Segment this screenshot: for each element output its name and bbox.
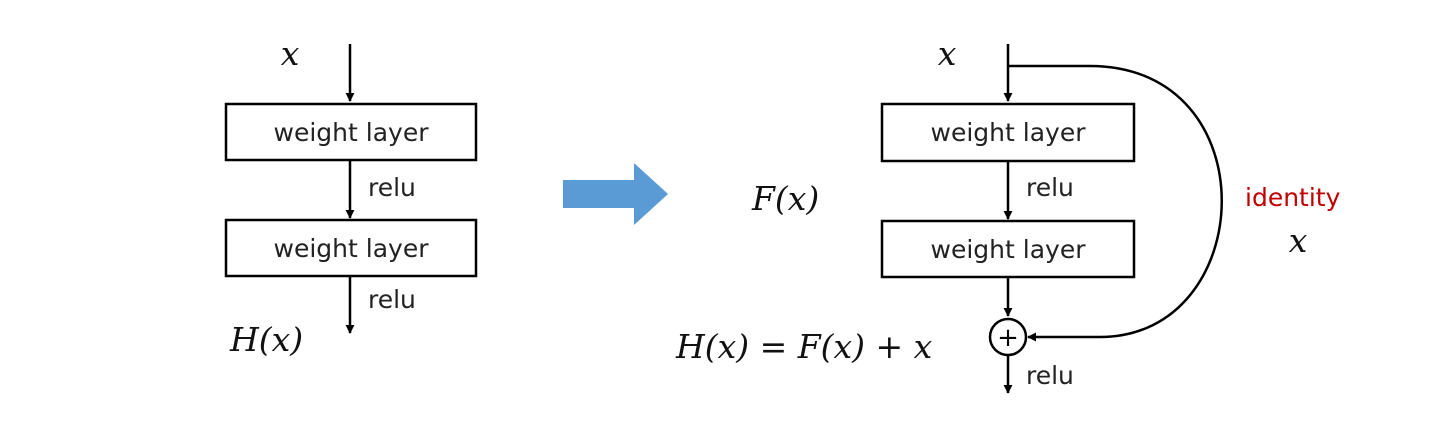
left-relu-2-label: relu <box>368 285 416 314</box>
right-weight-layer-2 <box>880 219 1136 279</box>
identity-shortcut-arrow <box>1008 64 1223 342</box>
residual-function-label: F(x) <box>751 179 819 218</box>
right-relu-1-label: relu <box>1026 173 1074 202</box>
output-equation: H(x) = F(x) + x <box>675 327 933 366</box>
transition-arrow <box>563 163 668 225</box>
left-input-label: x <box>281 34 300 73</box>
left-weight-layer-2 <box>224 218 478 278</box>
identity-variable: x <box>1289 221 1308 260</box>
right-weight-layer-2-label: weight layer <box>931 235 1087 264</box>
right-input-label: x <box>938 34 957 73</box>
plain-block: x weight layer relu weight layer relu H(… <box>224 34 478 359</box>
left-weight-layer-1-label: weight layer <box>274 118 430 147</box>
left-weight-layer-2-label: weight layer <box>274 234 430 263</box>
sum-symbol: + <box>997 323 1019 353</box>
right-weight-layer-1 <box>880 102 1136 163</box>
right-relu-out-label: relu <box>1026 361 1074 390</box>
identity-label: identity <box>1245 183 1341 212</box>
left-relu-1-label: relu <box>368 173 416 202</box>
residual-block: x weight layer F(x) relu weight layer + … <box>675 34 1341 394</box>
left-output-label: H(x) <box>229 320 303 359</box>
right-weight-layer-1-label: weight layer <box>931 118 1087 147</box>
